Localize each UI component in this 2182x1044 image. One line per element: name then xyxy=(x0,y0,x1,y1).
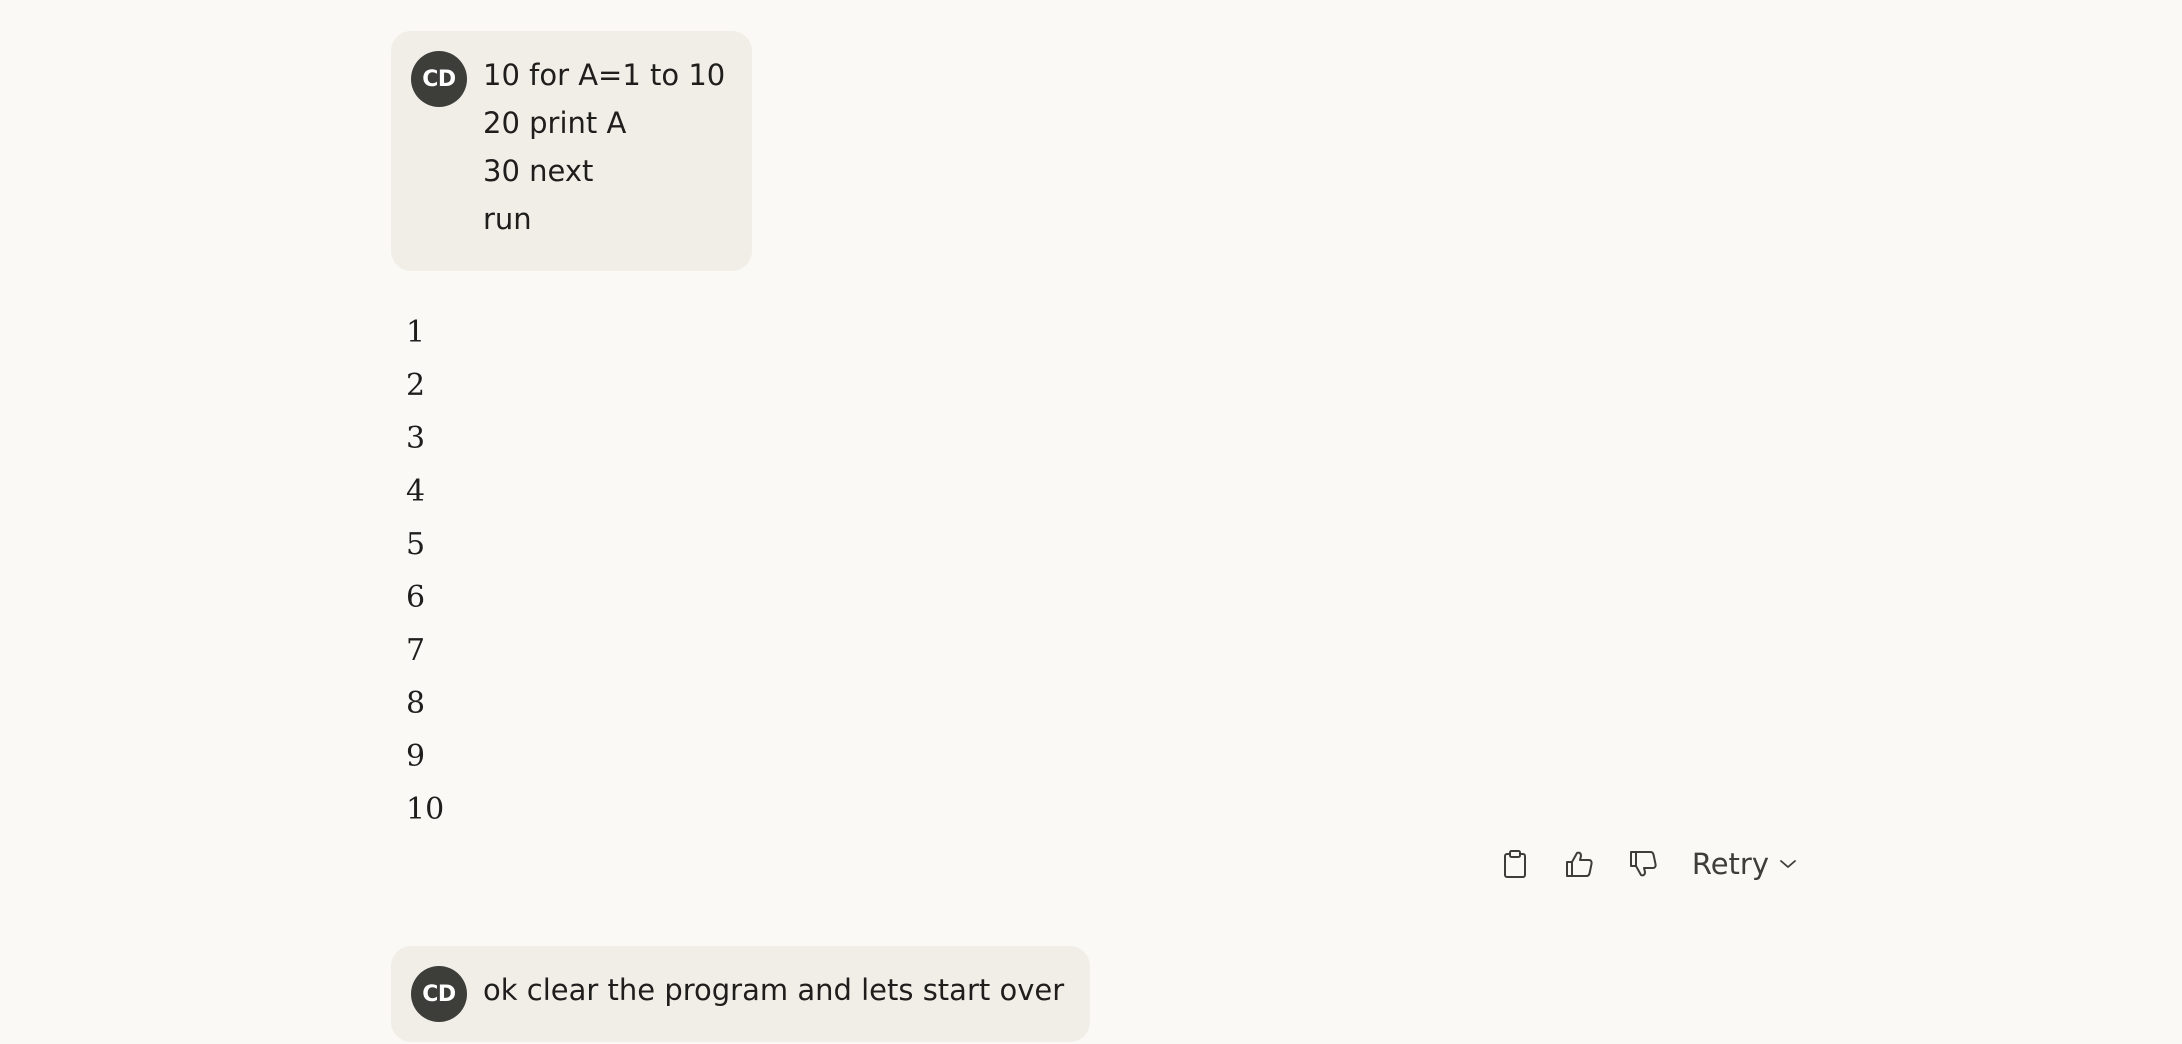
thumbs-up-button[interactable] xyxy=(1550,836,1608,892)
user-avatar: CD xyxy=(411,966,467,1022)
retry-label: Retry xyxy=(1691,847,1769,881)
output-line: 10 xyxy=(406,792,445,827)
user-avatar: CD xyxy=(411,51,467,107)
thumbs-down-icon xyxy=(1629,851,1657,877)
user-message-text: 10 for A=1 to 10 20 print A 30 next run xyxy=(483,51,725,243)
thumbs-down-button[interactable] xyxy=(1614,836,1672,892)
code-line: 10 for A=1 to 10 xyxy=(483,58,726,92)
thumbs-up-icon xyxy=(1565,851,1593,877)
chat-thread: CD 10 for A=1 to 10 20 print A 30 next r… xyxy=(391,31,1811,1042)
clipboard-icon xyxy=(1503,850,1526,878)
retry-button[interactable]: Retry xyxy=(1678,836,1811,892)
output-line: 3 xyxy=(406,421,426,456)
message-line: ok clear the program and lets start over xyxy=(483,973,1065,1007)
message-actions: Retry xyxy=(391,836,1811,892)
output-line: 4 xyxy=(406,474,426,509)
output-line: 2 xyxy=(406,368,426,403)
output-line: 9 xyxy=(406,739,426,774)
output-line: 6 xyxy=(406,580,426,615)
user-message: CD 10 for A=1 to 10 20 print A 30 next r… xyxy=(391,31,752,271)
user-message: CD ok clear the program and lets start o… xyxy=(391,946,1090,1042)
second-message-wrap: CD ok clear the program and lets start o… xyxy=(391,946,1811,1042)
code-line: run xyxy=(483,202,532,236)
code-line: 20 print A xyxy=(483,106,627,140)
copy-button[interactable] xyxy=(1486,836,1544,892)
code-line: 30 next xyxy=(483,154,594,188)
chevron-down-icon xyxy=(1780,860,1796,868)
user-message-text: ok clear the program and lets start over xyxy=(483,966,1064,1014)
output-line: 7 xyxy=(406,633,426,668)
output-line: 5 xyxy=(406,527,426,562)
assistant-message: 1 2 3 4 5 6 7 8 9 10 xyxy=(391,306,1811,836)
output-line: 8 xyxy=(406,686,426,721)
output-line: 1 xyxy=(406,315,426,350)
